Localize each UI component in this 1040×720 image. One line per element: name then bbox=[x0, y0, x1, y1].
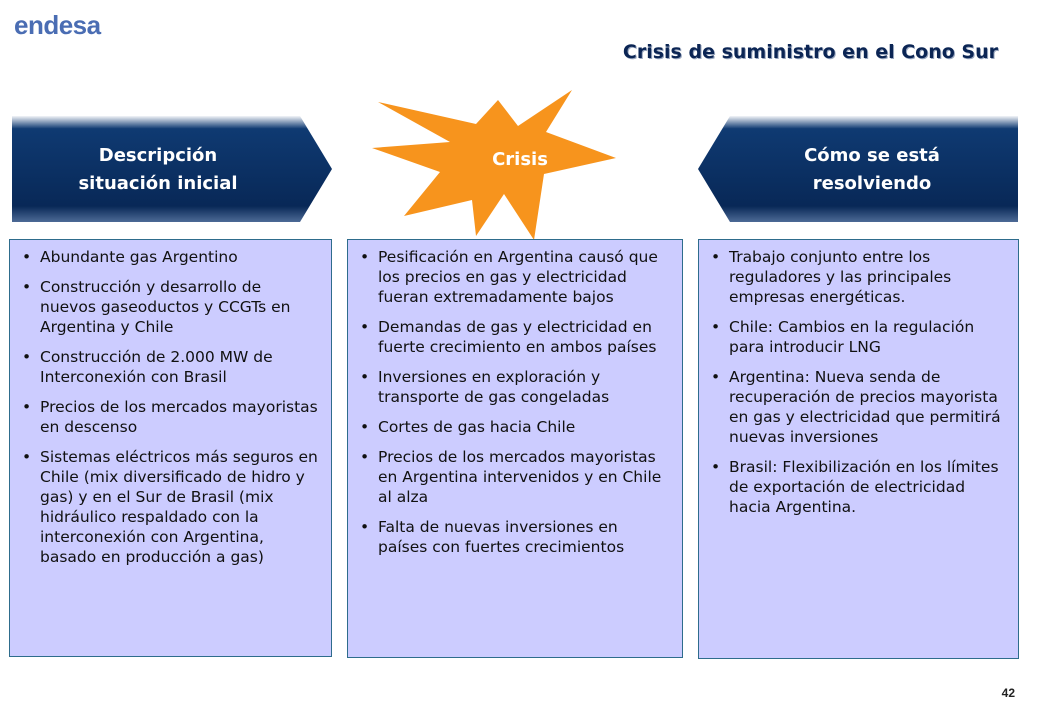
list-item: Argentina: Nueva senda de recuperación d… bbox=[709, 367, 1006, 447]
header-arrow-left-shape bbox=[698, 116, 1018, 222]
panel-situacion-inicial: Abundante gas Argentino Construcción y d… bbox=[9, 239, 332, 657]
header-como-se-resuelve: Cómo se está resolviendo bbox=[698, 116, 1018, 222]
list-item: Pesificación en Argentina causó que los … bbox=[358, 247, 670, 307]
crisis-starburst-shape bbox=[372, 90, 616, 240]
crisis-label: Crisis bbox=[492, 149, 548, 170]
header-left-line-1: Descripción bbox=[98, 145, 218, 166]
page-number: 42 bbox=[1001, 686, 1015, 700]
list-item: Chile: Cambios en la regulación para int… bbox=[709, 317, 1006, 357]
list-item: Construcción y desarrollo de nuevos gase… bbox=[20, 277, 319, 337]
list-item: Precios de los mercados mayoristas en de… bbox=[20, 397, 319, 437]
list-item: Trabajo conjunto entre los reguladores y… bbox=[709, 247, 1006, 307]
list-item: Abundante gas Argentino bbox=[20, 247, 319, 267]
header-left-line-2: situación inicial bbox=[78, 173, 238, 194]
page-title: Crisis de suministro en el Cono Sur bbox=[622, 41, 998, 63]
header-situacion-inicial: Descripción situación inicial bbox=[12, 116, 332, 222]
list-item: Cortes de gas hacia Chile bbox=[358, 417, 670, 437]
list-item: Falta de nuevas inversiones en países co… bbox=[358, 517, 670, 557]
header-arrow-right-shape bbox=[12, 116, 332, 222]
list-item: Sistemas eléctricos más seguros en Chile… bbox=[20, 447, 319, 567]
list-item: Construcción de 2.000 MW de Interconexió… bbox=[20, 347, 319, 387]
endesa-logo: endesa bbox=[14, 10, 101, 40]
panel-resolviendo: Trabajo conjunto entre los reguladores y… bbox=[698, 239, 1019, 659]
header-right-line-2: resolviendo bbox=[812, 173, 932, 194]
list-item: Inversiones en exploración y transporte … bbox=[358, 367, 670, 407]
panel-crisis: Pesificación en Argentina causó que los … bbox=[347, 239, 683, 658]
header-right-line-1: Cómo se está bbox=[804, 145, 940, 166]
list-item: Brasil: Flexibilización en los límites d… bbox=[709, 457, 1006, 517]
list-item: Precios de los mercados mayoristas en Ar… bbox=[358, 447, 670, 507]
list-item: Demandas de gas y electricidad en fuerte… bbox=[358, 317, 670, 357]
